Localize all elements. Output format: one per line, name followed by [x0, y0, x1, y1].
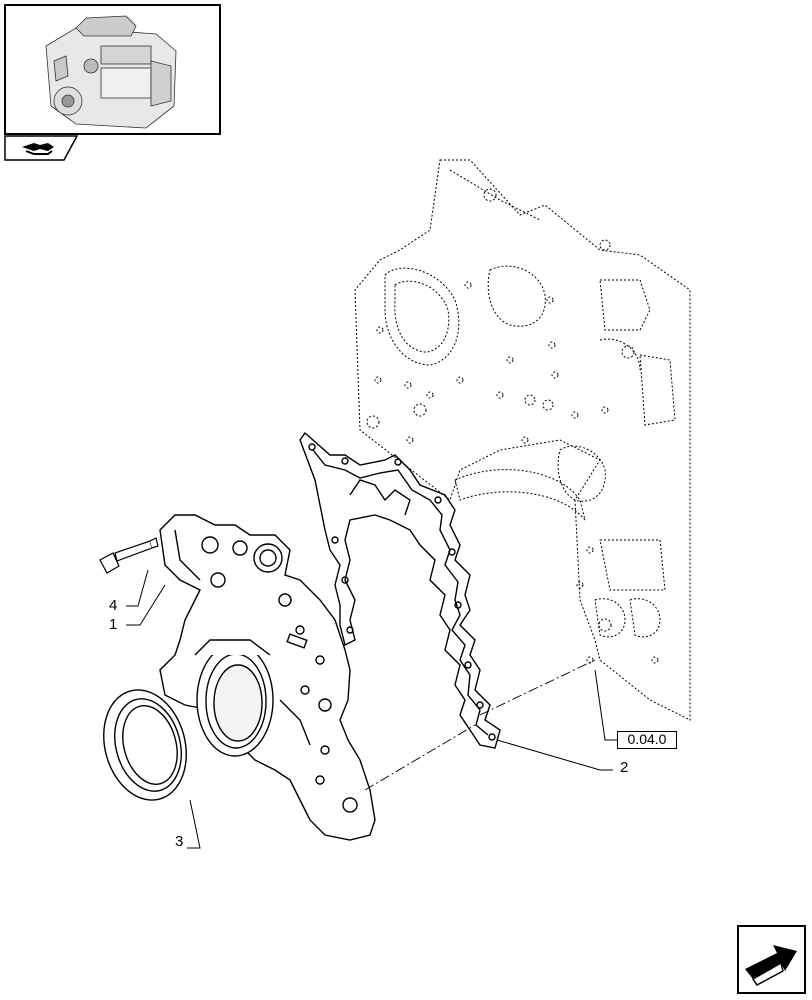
gasket-part [299, 431, 501, 749]
bolt-part [99, 537, 159, 574]
engine-thumbnail-icon [45, 15, 177, 129]
next-page-button[interactable] [737, 925, 806, 994]
callout-3: 3 [175, 833, 184, 850]
seal-ring-part [103, 689, 187, 801]
callout-4: 4 [109, 597, 118, 614]
engine-thumbnail [4, 4, 221, 135]
reference-link[interactable]: 0.04.0 [617, 731, 677, 749]
leader-lines [126, 569, 617, 849]
assembly-lines [364, 659, 596, 791]
book-arrow-icon [22, 143, 54, 155]
callout-2: 2 [620, 759, 629, 776]
callout-1: 1 [109, 616, 118, 633]
front-cover-part [159, 514, 376, 841]
next-page-arrow-icon [745, 945, 797, 986]
engine-block-outline [354, 159, 691, 721]
thumbnail-tab[interactable] [4, 135, 79, 161]
